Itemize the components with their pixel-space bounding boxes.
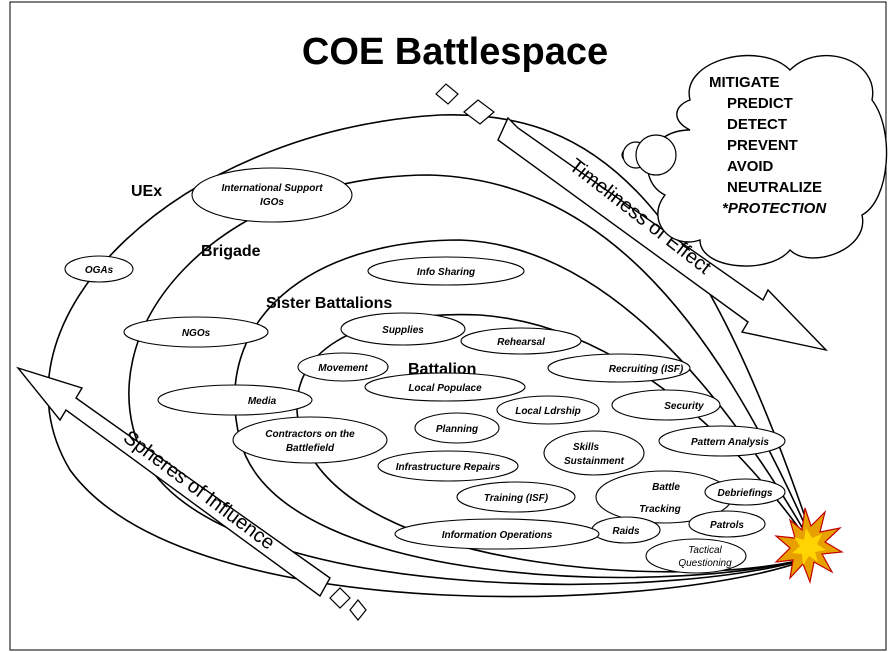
- label-info-sharing: Info Sharing: [417, 267, 475, 278]
- label-security: Security: [664, 401, 704, 412]
- cloud-line-detect: DETECT: [727, 116, 787, 133]
- bubble-rehearsal: [460, 327, 582, 355]
- level-sister-battalions: Sister Battalions: [266, 295, 392, 312]
- label-recruiting: Recruiting (ISF): [609, 364, 684, 375]
- label-planning: Planning: [436, 424, 478, 435]
- label-local-populace: Local Populace: [408, 383, 482, 394]
- cloud-line-avoid: AVOID: [727, 158, 774, 175]
- bubble-supplies: [340, 312, 466, 346]
- label-ogas: OGAs: [85, 265, 114, 276]
- brigade-sphere: [234, 239, 820, 579]
- decor-diamond-4: [349, 599, 367, 621]
- page-title: COE Battlespace: [302, 31, 608, 73]
- cloud-line-neutralize: NEUTRALIZE: [727, 179, 822, 196]
- label-infrastructure: Infrastructure Repairs: [396, 462, 501, 473]
- level-brigade: Brigade: [201, 243, 261, 260]
- bubble-skills-sustainment: [543, 430, 645, 476]
- bubble-debriefings: [704, 478, 786, 506]
- bubble-info-sharing: [367, 256, 525, 286]
- explosion-core: [792, 528, 826, 565]
- label-igos: IGOs: [260, 197, 284, 208]
- label-information-operations: Information Operations: [442, 530, 553, 541]
- bubble-pattern-analysis: [658, 425, 786, 457]
- bubble-ngos: [123, 316, 269, 348]
- cloud-line-predict: PREDICT: [727, 95, 793, 112]
- cloud-bubble-large: [635, 134, 677, 176]
- label-sustainment: Sustainment: [564, 456, 625, 467]
- label-skills: Skills: [573, 442, 600, 453]
- bubble-local-ldrship: [496, 395, 600, 425]
- bubble-local-populace: [364, 372, 526, 402]
- bubble-recruiting: [547, 353, 691, 383]
- cloud-line-prevent: PREVENT: [727, 137, 798, 154]
- label-contractors-line2: Battlefield: [286, 443, 335, 454]
- bubble-contractors: [232, 416, 388, 464]
- label-rehearsal: Rehearsal: [497, 337, 545, 348]
- decor-diamond-3: [329, 587, 351, 609]
- bubble-movement: [297, 352, 389, 382]
- spheres-arrow: [16, 366, 331, 598]
- decor-diamond-1: [435, 83, 459, 105]
- bubble-media: [157, 384, 313, 416]
- label-pattern-analysis: Pattern Analysis: [691, 437, 769, 448]
- label-media: Media: [248, 396, 277, 407]
- bubble-training: [456, 481, 576, 513]
- uex-sphere: [128, 174, 820, 586]
- bubble-security: [611, 389, 721, 421]
- label-questioning: Questioning: [678, 558, 732, 569]
- label-tracking: Tracking: [639, 504, 681, 515]
- label-movement: Movement: [318, 363, 368, 374]
- bubble-infrastructure: [377, 450, 519, 482]
- label-training: Training (ISF): [484, 493, 549, 504]
- label-tactical: Tactical: [688, 545, 722, 556]
- timeliness-arrow: [497, 116, 829, 352]
- bubble-information-operations: [394, 518, 600, 550]
- label-local-ldrship: Local Ldrship: [515, 406, 581, 417]
- label-supplies: Supplies: [382, 325, 424, 336]
- cloud-line-mitigate: MITIGATE: [709, 74, 780, 91]
- bubble-planning: [414, 412, 500, 444]
- label-raids: Raids: [612, 526, 640, 537]
- bubble-patrols: [688, 510, 766, 538]
- label-international-support: International Support: [221, 183, 323, 194]
- bubble-ogas: [64, 255, 134, 283]
- cloud-line-protection: *PROTECTION: [722, 200, 827, 217]
- label-debriefings: Debriefings: [717, 488, 772, 499]
- label-contractors-line1: Contractors on the: [265, 429, 355, 440]
- label-ngos: NGOs: [182, 328, 211, 339]
- label-battle: Battle: [652, 482, 680, 493]
- bubble-international-support: [191, 167, 353, 223]
- label-patrols: Patrols: [710, 520, 744, 531]
- level-uex: UEx: [131, 183, 162, 200]
- bubble-tactical-questioning: [645, 538, 747, 574]
- slide-frame: [9, 1, 887, 651]
- decor-diamond-2: [463, 99, 495, 125]
